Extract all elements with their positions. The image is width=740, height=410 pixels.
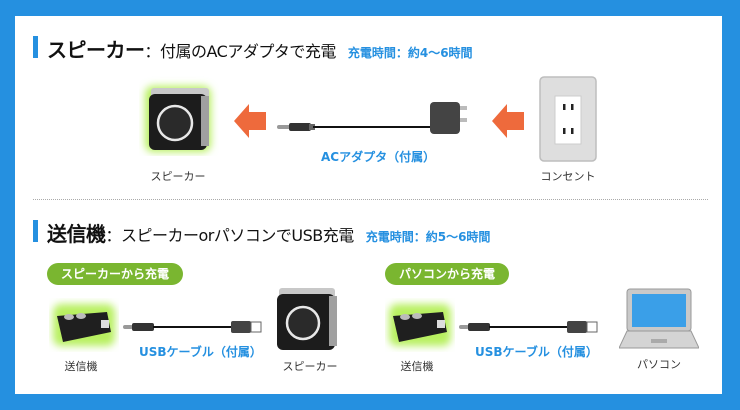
pc-label: パソコン <box>637 358 681 371</box>
adapter-label: ACアダプタ（付属） <box>321 150 436 164</box>
usb-cable-label: USBケーブル（付属） <box>139 345 262 359</box>
arrow-left-icon <box>234 104 266 138</box>
speaker-label-2: スピーカー <box>282 360 338 373</box>
charge-from-pc-badge: パソコンから充電 <box>385 263 510 285</box>
section1-title-sub: ：付属のACアダプタで充電 <box>144 42 337 61</box>
content-panel: スピーカー ：付属のACアダプタで充電 充電時間：約4〜6時間 スピーカー AC… <box>15 16 722 394</box>
section-divider <box>33 199 708 200</box>
section1-title-main: スピーカー <box>47 38 145 62</box>
heading-accent-bar <box>33 36 38 58</box>
section2-heading: 送信機 ：スピーカーorパソコンでUSB充電 充電時間：約5〜6時間 <box>33 218 491 246</box>
outlet-label: コンセント <box>540 170 596 183</box>
charge-from-speaker-badge: スピーカーから充電 <box>47 263 184 285</box>
usb-cable-icon <box>123 321 262 333</box>
arrow-left-icon-2 <box>492 104 524 138</box>
section2-charge-time: 充電時間：約5〜6時間 <box>365 230 491 244</box>
section2-title-sub: ：スピーカーorパソコンでUSB充電 <box>105 226 355 245</box>
speaker-icon-2 <box>277 288 337 350</box>
outlet-icon <box>539 76 597 162</box>
usb-cable-label-2: USBケーブル（付属） <box>475 345 598 359</box>
section1-heading: スピーカー ：付属のACアダプタで充電 充電時間：約4〜6時間 <box>33 34 473 62</box>
heading-accent-bar-2 <box>33 220 38 242</box>
transmitter-label-2: 送信機 <box>400 360 434 373</box>
section2-title-main: 送信機 <box>47 222 106 246</box>
speaker-label: スピーカー <box>150 170 206 183</box>
laptop-icon <box>619 288 699 349</box>
ac-adapter-icon <box>277 102 467 134</box>
section1-charge-time: 充電時間：約4〜6時間 <box>347 46 473 60</box>
usb-cable-icon-2 <box>459 321 598 333</box>
speaker-icon <box>145 86 211 152</box>
transmitter-icon-2 <box>389 304 451 346</box>
transmitter-icon <box>53 304 115 346</box>
transmitter-label: 送信機 <box>64 360 98 373</box>
